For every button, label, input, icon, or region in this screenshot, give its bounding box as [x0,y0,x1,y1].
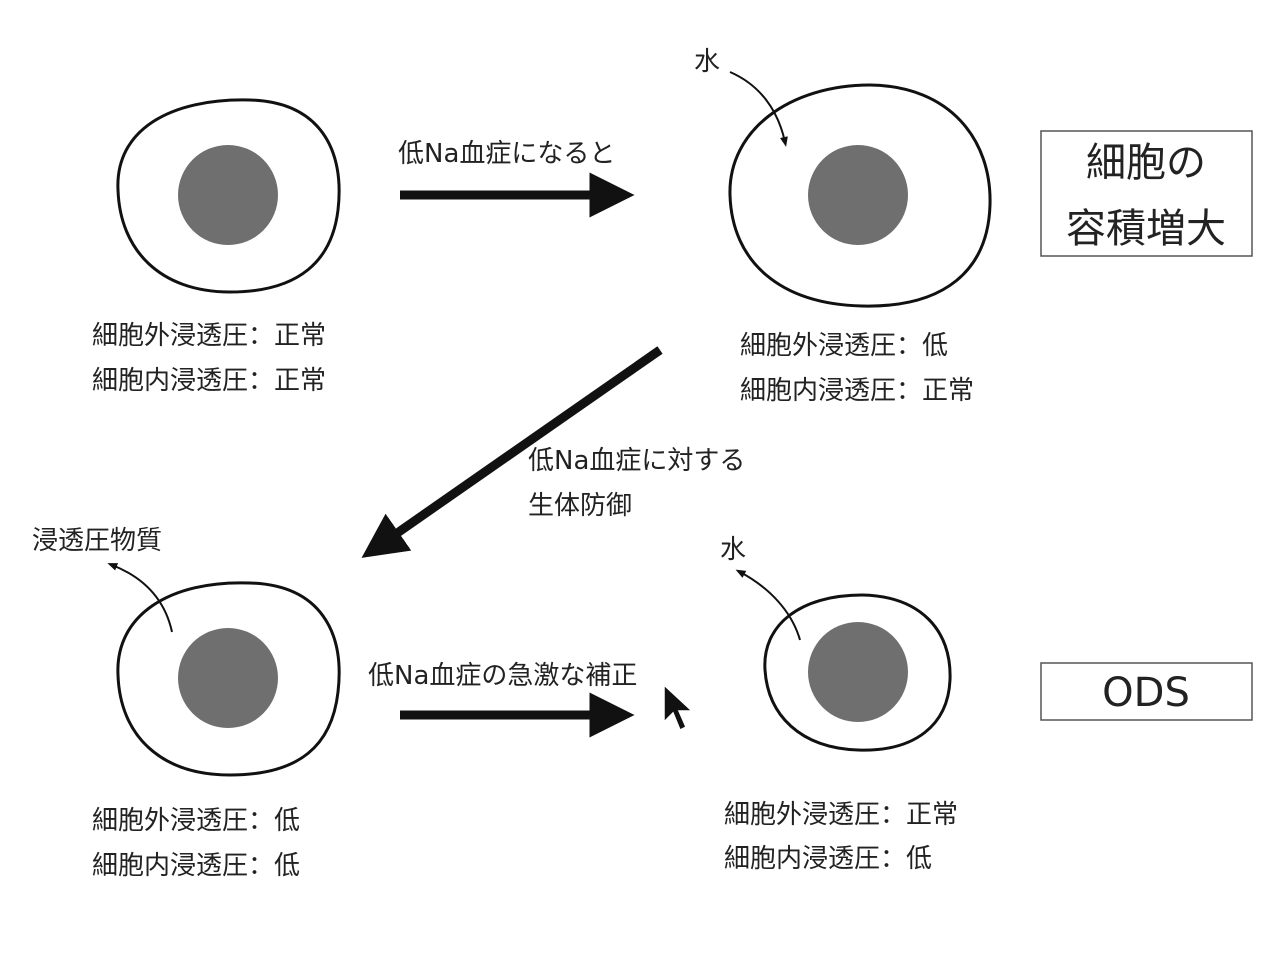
extracellular-osmolality: 細胞外浸透圧：正常 [724,800,958,830]
osmolyte-label: 浸透圧物質 [32,526,162,556]
water-out-arrow [735,569,801,641]
nucleus [178,145,278,245]
arrow-label-rapid-correction: 低Na血症の急激な補正 [368,661,637,691]
extracellular-osmolality: 細胞外浸透圧：正常 [92,321,326,351]
nucleus [808,622,908,722]
arrow-diagonal [361,346,663,558]
cell-swollen [728,83,992,308]
box-text: ODS [1102,670,1190,716]
nucleus [178,628,278,728]
result-box-volume-increase [1040,130,1253,257]
water-label: 水 [720,535,746,565]
intracellular-osmolality: 細胞内浸透圧：低 [724,844,932,874]
box-text: 容積増大 [1066,206,1226,252]
mouse-cursor-icon [663,683,694,732]
arrow-label-defense: 生体防御 [528,491,632,521]
result-box-ods [1040,662,1253,721]
intracellular-osmolality: 細胞内浸透圧：低 [92,851,300,881]
extracellular-osmolality: 細胞外浸透圧：低 [92,806,300,836]
osmolyte-out-arrow [107,563,173,633]
arrow-label-defense: 低Na血症に対する [528,446,745,476]
water-in-arrow [729,71,788,147]
arrow-label-hyponatremia: 低Na血症になると [398,139,615,169]
nucleus [808,145,908,245]
extracellular-osmolality: 細胞外浸透圧：低 [740,331,948,361]
water-label: 水 [694,47,720,77]
box-text: 細胞の [1086,140,1206,186]
cell-normal [116,98,341,294]
cell-adapted [116,581,341,777]
intracellular-osmolality: 細胞内浸透圧：正常 [740,376,974,406]
cell-shrunken [763,593,952,752]
intracellular-osmolality: 細胞内浸透圧：正常 [92,366,326,396]
